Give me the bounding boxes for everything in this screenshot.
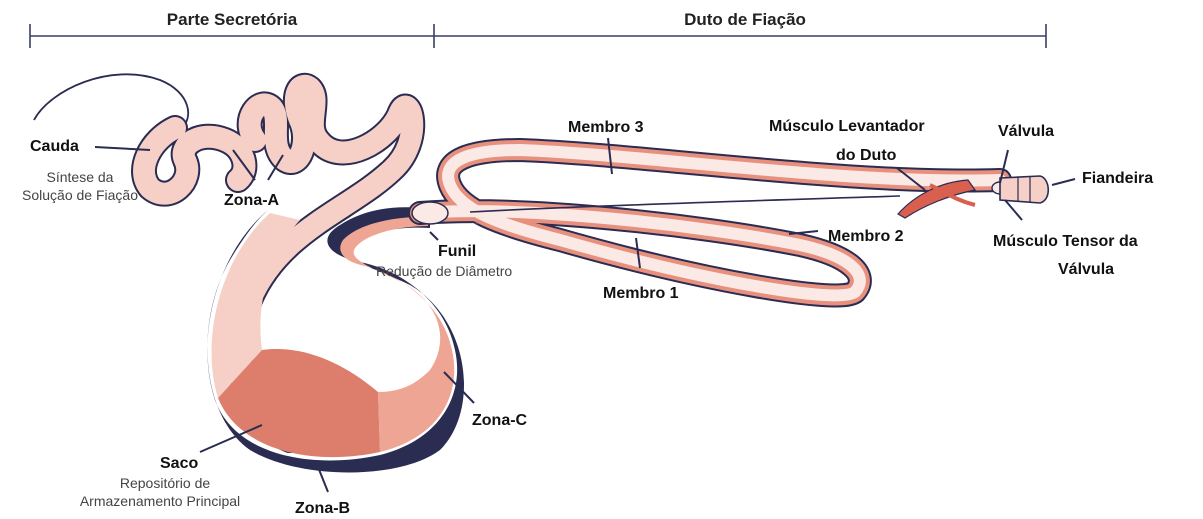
header-spinning-duct: Duto de Fiação — [684, 10, 806, 29]
label-saco-desc-1: Repositório de — [120, 475, 210, 491]
spigot-shape — [1000, 176, 1048, 203]
label-zona-c: Zona-C — [472, 412, 528, 429]
label-valvula: Válvula — [998, 123, 1054, 140]
label-musculo-levantador-1: Músculo Levantador — [769, 118, 925, 135]
label-saco-desc-2: Armazenamento Principal — [80, 493, 240, 509]
header-secretory-part: Parte Secretória — [167, 10, 298, 29]
label-zona-a: Zona-A — [224, 192, 280, 209]
label-funil-desc: Redução de Diâmetro — [376, 263, 512, 279]
label-cauda-desc-1: Síntese da — [47, 169, 114, 185]
label-fiandeira: Fiandeira — [1082, 170, 1153, 187]
label-cauda: Cauda — [30, 138, 79, 155]
label-membro-2: Membro 2 — [828, 228, 904, 245]
label-musculo-tensor-2: Válvula — [1058, 261, 1114, 278]
label-saco: Saco — [160, 455, 198, 472]
label-membro-3: Membro 3 — [568, 119, 644, 136]
label-funil: Funil — [438, 243, 476, 260]
label-musculo-tensor-1: Músculo Tensor da — [993, 233, 1138, 250]
label-membro-1: Membro 1 — [603, 285, 679, 302]
label-cauda-desc-2: Solução de Fiação — [22, 187, 138, 203]
label-musculo-levantador-2: do Duto — [836, 147, 897, 164]
label-zona-b: Zona-B — [295, 500, 350, 517]
funnel-shape — [412, 202, 448, 224]
